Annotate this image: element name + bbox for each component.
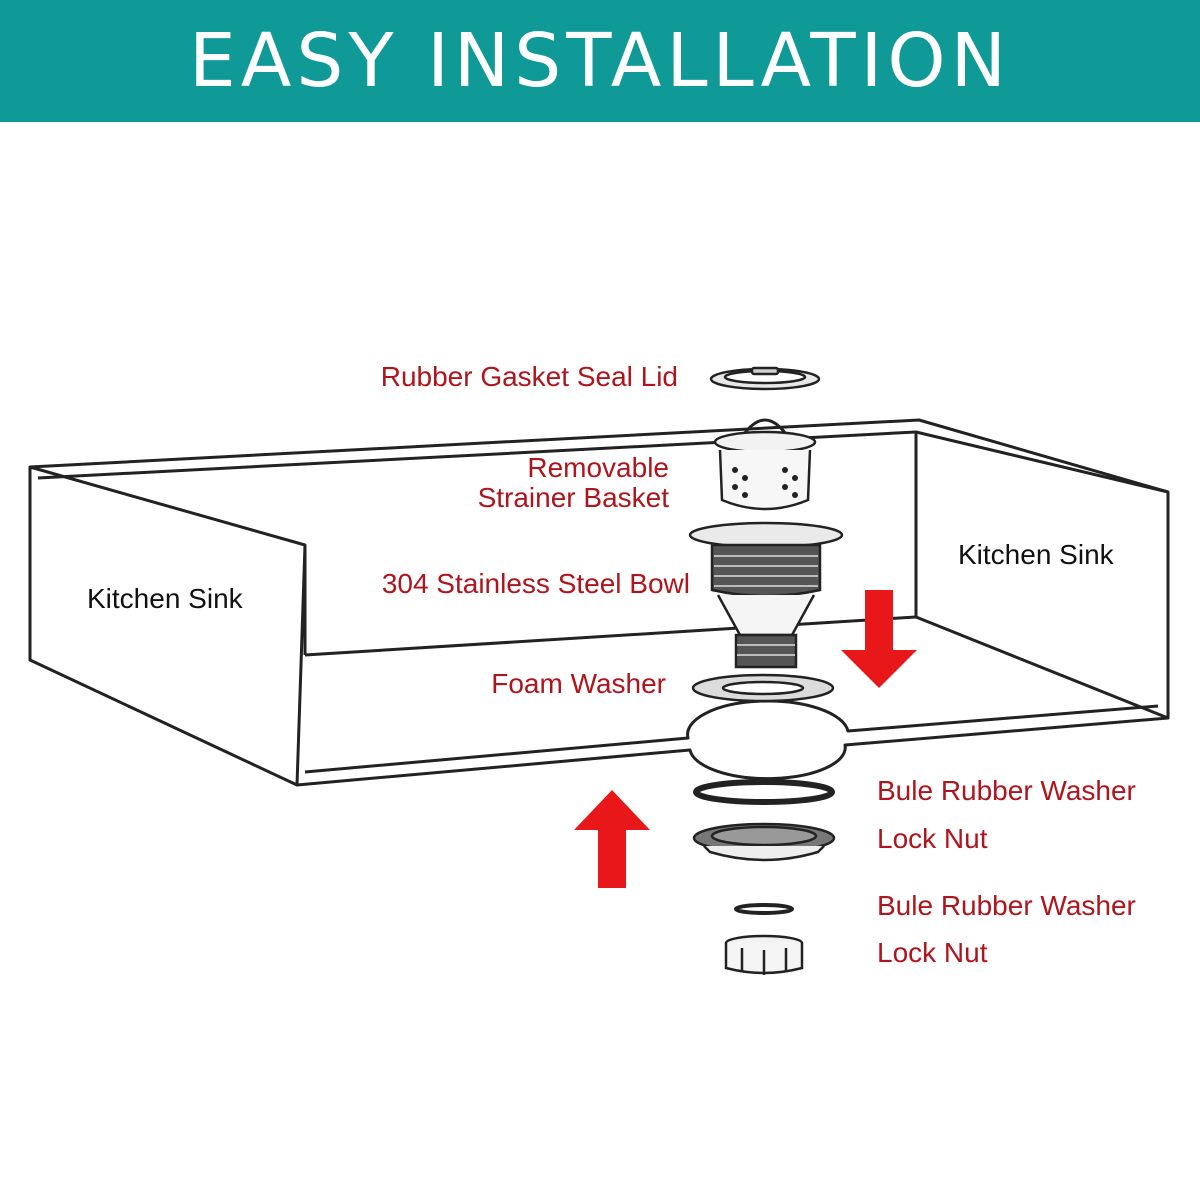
- strainer-basket-part: [713, 418, 817, 511]
- sink-right-wall: [914, 430, 1170, 720]
- lock-nut-2-part: [724, 934, 804, 975]
- label-removable-strainer-basket-line1: Removable: [527, 452, 669, 483]
- foam-washer-part: [691, 673, 835, 703]
- rubber-washer-1-part: [693, 779, 835, 805]
- title-banner: EASY INSTALLATION: [0, 0, 1200, 122]
- label-kitchen-sink-left: Kitchen Sink: [87, 583, 243, 614]
- page-title: EASY INSTALLATION: [189, 18, 1011, 104]
- sink-left-wall: [28, 465, 307, 787]
- label-foam-washer: Foam Washer: [491, 668, 666, 699]
- sink-top-rim: [29, 418, 1169, 494]
- label-stainless-steel-bowl: 304 Stainless Steel Bowl: [381, 568, 690, 599]
- label-lock-nut-1: Lock Nut: [877, 823, 988, 854]
- label-kitchen-sink-right: Kitchen Sink: [958, 539, 1114, 570]
- arrow-up-icon: [574, 790, 650, 888]
- label-bule-rubber-washer-1: Bule Rubber Washer: [877, 775, 1136, 806]
- sink-floor-inner-edge: [304, 699, 1159, 774]
- lock-nut-1-part: [692, 822, 836, 862]
- sink-floor-front-edge: [296, 716, 1169, 787]
- stainless-bowl-part: [688, 521, 844, 669]
- label-lock-nut-2: Lock Nut: [877, 937, 988, 968]
- sink-floor-back-edge: [304, 615, 917, 657]
- arrow-down-icon: [841, 590, 917, 688]
- label-rubber-gasket-seal-lid: Rubber Gasket Seal Lid: [380, 361, 678, 392]
- label-bule-rubber-washer-2: Bule Rubber Washer: [877, 890, 1136, 921]
- rubber-washer-2-part: [734, 903, 794, 915]
- seal-lid-part: [709, 366, 821, 391]
- label-removable-strainer-basket-line2: Strainer Basket: [477, 482, 669, 513]
